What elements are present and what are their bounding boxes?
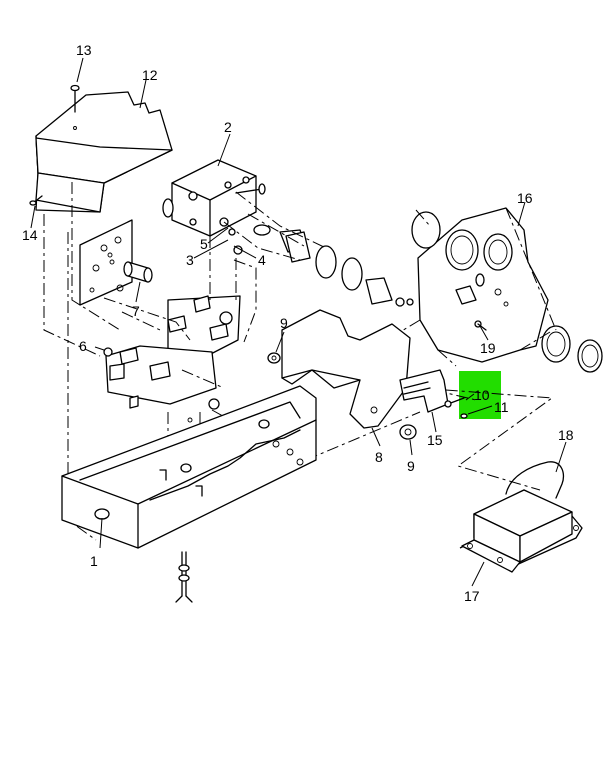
part-2-box: [162, 159, 266, 255]
part-10-highlight[interactable]: [459, 371, 501, 419]
callout-9-lower: 9: [407, 458, 415, 474]
callout-4: 4: [258, 252, 266, 268]
callout-15: 15: [427, 432, 443, 448]
part-16-gauge-panel: [411, 207, 603, 373]
callout-18: 18: [558, 427, 574, 443]
part-15-bracket: [399, 369, 449, 413]
callout-17: 17: [464, 588, 480, 604]
callout-8: 8: [375, 449, 383, 465]
callout-5: 5: [200, 236, 208, 252]
part-12-cover: [35, 91, 173, 213]
part-18-cable: [505, 461, 565, 499]
circuit-plate: [79, 219, 133, 306]
part-13-screw: [70, 84, 80, 113]
part-19-screw: [474, 320, 487, 331]
part-6-relay-plate: [103, 345, 220, 423]
callout-6: 6: [79, 338, 87, 354]
part-9-nut-upper: [267, 352, 281, 364]
part-8-bracket: [281, 309, 411, 429]
callout-10[interactable]: 10: [474, 387, 490, 403]
callout-14: 14: [22, 227, 38, 243]
callout-11: 11: [494, 399, 509, 415]
callout-7: 7: [132, 303, 140, 319]
part-11-washer: [460, 413, 468, 419]
callout-2: 2: [224, 119, 232, 135]
callout-12: 12: [142, 67, 158, 83]
callout-19: 19: [480, 340, 496, 356]
wire-connector: [175, 551, 193, 603]
part-9-nut-lower: [399, 424, 417, 440]
part-10-screw: [444, 397, 465, 408]
part-14-screw: [29, 195, 43, 206]
part-1-base: [61, 385, 317, 549]
callout-13: 13: [76, 42, 92, 58]
callout-16: 16: [517, 190, 533, 206]
wiring-harness: [253, 224, 414, 307]
leader-lines: [30, 57, 567, 587]
callout-3: 3: [186, 252, 194, 268]
callout-labels: 13 12 2 14 5 3 4 7 6 9 16 19 10 11 15 8 …: [22, 42, 574, 604]
callout-9-upper: 9: [280, 315, 288, 331]
part-17-module: [459, 489, 583, 573]
part-7-component: [123, 261, 153, 283]
callout-1: 1: [90, 553, 98, 569]
